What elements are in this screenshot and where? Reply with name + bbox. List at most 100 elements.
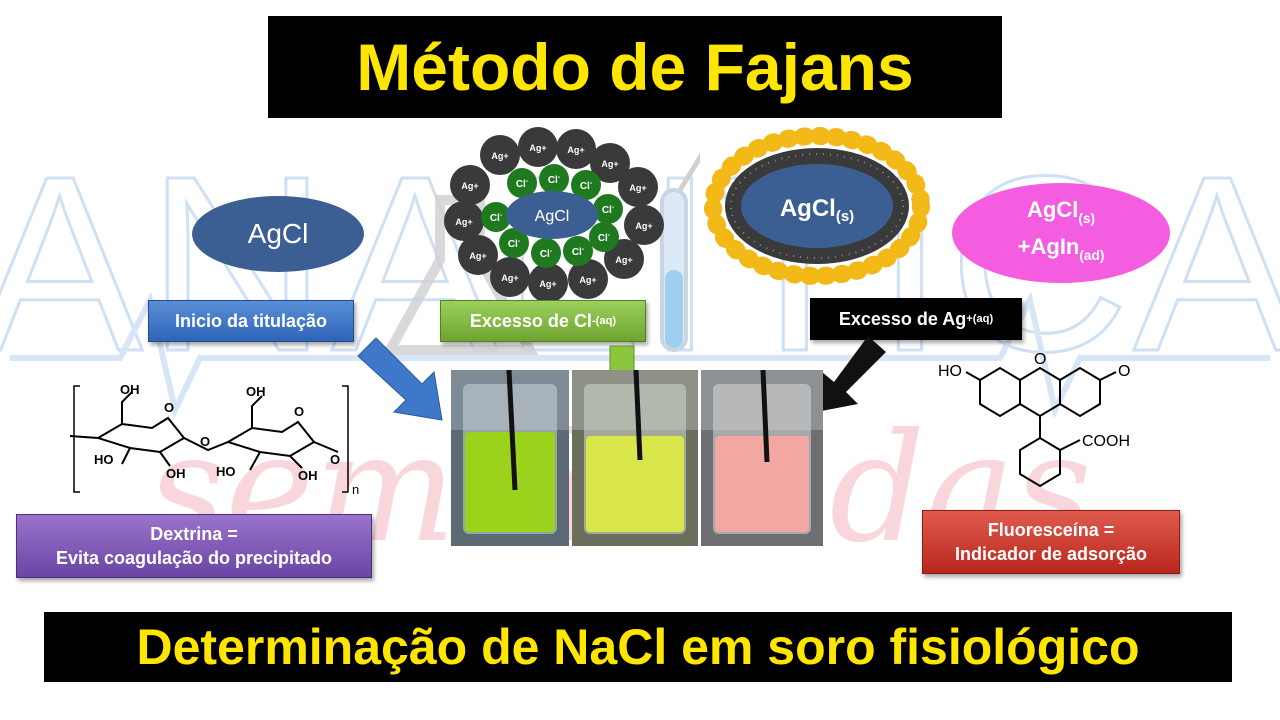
xanthene-ring-right (1059, 366, 1101, 418)
outer-ion: Ag+ (518, 127, 558, 167)
atom-label: COOH (1082, 433, 1130, 450)
stirring-rod (760, 370, 770, 463)
atom-label: OH (166, 466, 186, 481)
atom-label: HO (216, 464, 236, 479)
blue-arrow-shape (357, 337, 443, 421)
stirring-rod (633, 370, 643, 461)
label-fluoresceina-line1: Fluoresceína = (987, 520, 1115, 540)
agcl-core (506, 191, 598, 239)
subtitle-banner: Determinação de NaCl em soro fisiológico (44, 612, 1232, 682)
benzoic-ring (1019, 436, 1061, 488)
svg-text:Ag+: Ag+ (461, 181, 478, 191)
beaker-liquid (586, 436, 684, 532)
svg-text:Ag+: Ag+ (601, 159, 618, 169)
svg-text:Cl-: Cl- (572, 246, 585, 258)
inner-ion: Cl- (593, 194, 623, 224)
svg-text:Ag+: Ag+ (491, 151, 508, 161)
agcl-core-text: AgCl (535, 208, 570, 225)
label-fluoresceina-line2: Indicador de adsorção (954, 544, 1148, 564)
agcl-solid-core-text: AgCl(s) (780, 195, 854, 225)
outer-ion: Ag+ (490, 257, 530, 297)
outer-ion: Ag+ (604, 239, 644, 279)
title-banner: Método de Fajans (268, 16, 1002, 118)
glucose-ring-left (95, 416, 186, 454)
atom-label: O (330, 452, 340, 467)
svg-text:Cl-: Cl- (602, 204, 615, 216)
svg-text:Ag+: Ag+ (529, 143, 546, 153)
outer-ion-layer: Ag+ Ag+ Ag+ Ag+ Ag+ Ag+ Ag+ Ag+ Ag+ Ag+ … (444, 127, 664, 303)
bonds (69, 391, 339, 471)
atom-label: OH (298, 468, 318, 483)
stirring-rod (506, 370, 518, 491)
excess-silver-particle: AgCl(s) (704, 127, 930, 285)
agcl-solid-core (741, 164, 893, 248)
beaker-yellow (572, 370, 698, 546)
svg-text:Ag+: Ag+ (615, 255, 632, 265)
outer-ion: Ag+ (450, 165, 490, 205)
agcl-ellipse-text: AgCl (247, 218, 309, 249)
label-inicio-titulacao: Inicio da titulação (148, 300, 354, 342)
outer-ion: Ag+ (590, 143, 630, 183)
svg-text:Cl-: Cl- (580, 180, 593, 192)
silver-ion-dots (730, 153, 904, 259)
inner-ion: Cl- (481, 202, 511, 232)
svg-text:Cl-: Cl- (598, 232, 611, 244)
fluorescein-structure: HO O O COOH (938, 351, 1130, 488)
svg-text:Ag+: Ag+ (579, 275, 596, 285)
beaker-yellow-green (451, 370, 569, 546)
outer-ion: Ag+ (556, 129, 596, 169)
dextrin-structure: OH O HO OH O OH O HO OH O n (69, 382, 359, 497)
outer-ion: Ag+ (458, 235, 498, 275)
svg-text:Cl-: Cl- (516, 178, 529, 190)
atom-label: OH (120, 382, 140, 397)
outer-ion: Ag+ (480, 135, 520, 175)
outer-ion: Ag+ (444, 201, 484, 241)
atom-label: OH (246, 384, 266, 399)
outer-ion: Ag+ (624, 205, 664, 245)
inner-ion: Cl- (507, 168, 537, 198)
inner-ion: Cl- (499, 228, 529, 258)
inner-ion: Cl- (563, 236, 593, 266)
black-arrow (816, 336, 886, 412)
agcl-agin-ellipse: AgCl(s) +AgIn(ad) (952, 183, 1170, 283)
adsorbed-indicator-ring-fill (707, 130, 927, 282)
bonds (965, 371, 1117, 451)
beaker-pink (701, 370, 823, 546)
atom-label: HO (938, 363, 962, 380)
glucose-ring-right (225, 420, 316, 458)
atom-label: O (1118, 363, 1130, 380)
inner-ion: Cl- (539, 164, 569, 194)
excess-chloride-particle: Ag+ Ag+ Ag+ Ag+ Ag+ Ag+ Ag+ Ag+ Ag+ Ag+ … (444, 127, 664, 303)
inner-ion: Cl- (589, 222, 619, 252)
label-fluoresceina: Fluoresceína = Indicador de adsorção (922, 510, 1180, 574)
watermark-pulse-line (10, 291, 1270, 420)
svg-text:Ag+: Ag+ (469, 251, 486, 261)
test-tube-liquid (665, 270, 683, 348)
outer-ion: Ag+ (618, 167, 658, 207)
pipette-outline (677, 152, 700, 192)
xanthene-ring-left (979, 366, 1021, 418)
svg-text:Ag+: Ag+ (455, 217, 472, 227)
label-dextrina-line2: Evita coagulação do precipitado (55, 548, 333, 568)
atom-label: O (294, 404, 304, 419)
outer-ion: Ag+ (568, 259, 608, 299)
atom-label: n (352, 482, 359, 497)
svg-text:Cl-: Cl- (490, 212, 503, 224)
label-dextrina: Dextrina = Evita coagulação do precipita… (16, 514, 372, 578)
svg-text:Cl-: Cl- (508, 238, 521, 250)
label-excesso-cloreto: Excesso de Cl-(aq) (440, 300, 646, 342)
svg-text:Ag+: Ag+ (539, 279, 556, 289)
atom-label: O (200, 434, 210, 449)
beaker-liquid (715, 436, 809, 532)
xanthene-ring-middle (1019, 366, 1061, 418)
svg-text:Cl-: Cl- (548, 174, 561, 186)
atom-label: O (164, 400, 174, 415)
svg-text:Ag+: Ag+ (501, 273, 518, 283)
black-arrow-shape (816, 336, 886, 412)
svg-text:Cl-: Cl- (540, 248, 553, 260)
atom-label: O (1034, 351, 1046, 368)
polymer-bracket-right (342, 385, 349, 493)
label-dextrina-line1: Dextrina = (150, 524, 238, 544)
outer-ion: Ag+ (528, 263, 568, 303)
